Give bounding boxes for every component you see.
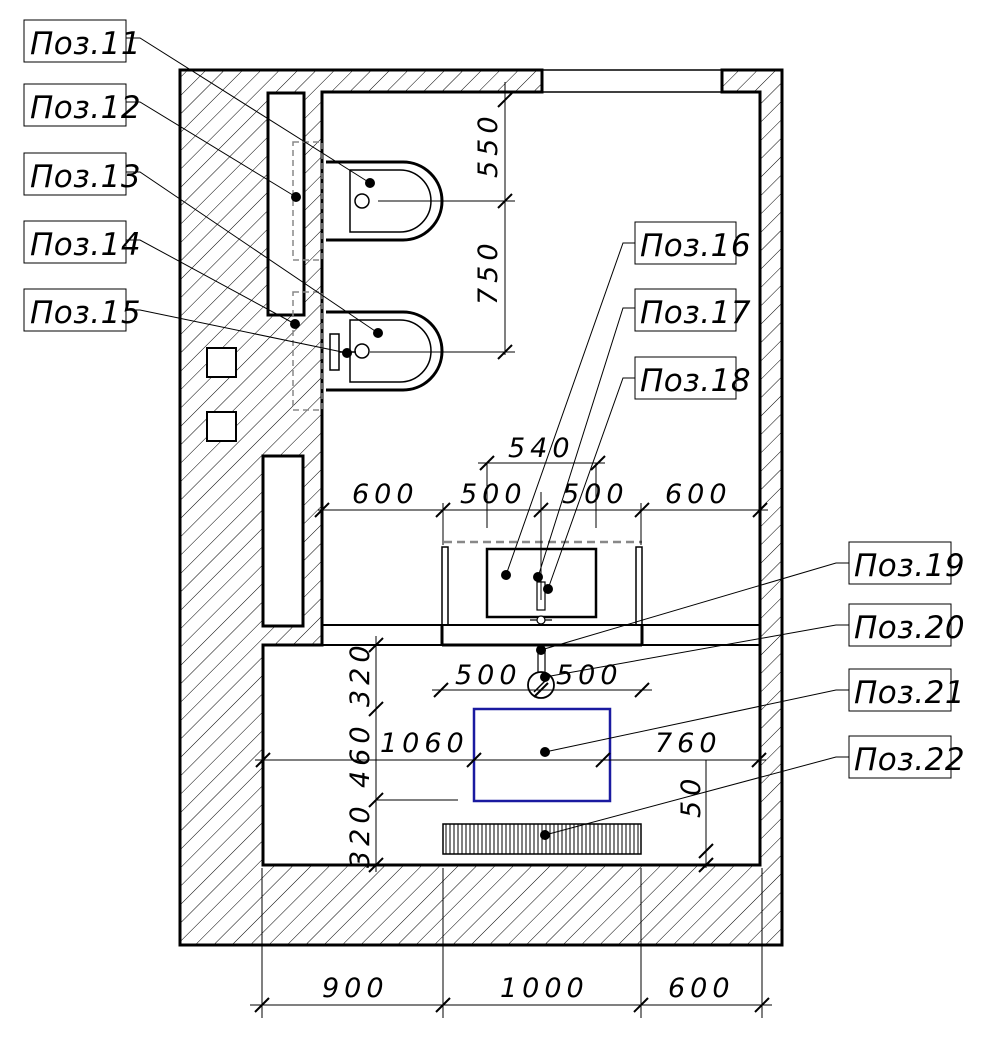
dim-1000: 1000 <box>500 973 589 1004</box>
bidet-drain <box>354 343 370 359</box>
leader-16 <box>505 242 635 576</box>
install-frame-dashed-2 <box>292 291 323 411</box>
label-poz-17: Поз.17 <box>640 295 751 331</box>
dim-500-a: 500 <box>460 479 527 510</box>
label-poz-18: Поз.18 <box>640 363 751 399</box>
dim-600-bottom: 600 <box>668 973 735 1004</box>
dimension-lines <box>250 82 772 1018</box>
dim-500-c: 500 <box>455 660 522 691</box>
toilet-drain <box>354 193 370 209</box>
leader-18 <box>547 377 635 590</box>
wall-fixtures <box>206 91 323 628</box>
label-poz-21: Поз.21 <box>854 675 965 711</box>
dim-540: 540 <box>508 433 575 464</box>
vanity-side-left <box>441 546 449 626</box>
leader-21 <box>544 689 849 753</box>
label-poz-13: Поз.13 <box>30 159 141 195</box>
dim-320-bottom: 320 <box>345 801 376 868</box>
socket-box-2 <box>206 411 237 442</box>
dim-500-b: 500 <box>562 479 629 510</box>
position-labels: Поз.11 Поз.12 Поз.13 Поз.14 Поз.15 Поз.1… <box>23 19 965 779</box>
label-poz-22: Поз.22 <box>854 742 965 778</box>
label-poz-14: Поз.14 <box>30 227 141 263</box>
dim-760: 760 <box>655 728 722 759</box>
dim-600-right: 600 <box>665 479 732 510</box>
label-poz-19: Поз.19 <box>854 548 965 584</box>
wall-niche-top <box>266 91 306 317</box>
leader-lines <box>126 37 849 836</box>
label-poz-11: Поз.11 <box>30 26 141 62</box>
dim-550: 550 <box>473 111 504 178</box>
leader-12 <box>126 101 297 198</box>
toilet <box>326 160 515 242</box>
bidet <box>326 310 515 392</box>
vanity-side-right <box>635 546 643 626</box>
leader-20 <box>544 624 849 678</box>
label-poz-15: Поз.15 <box>30 295 141 331</box>
bidet-bowl-inner <box>349 319 432 383</box>
label-poz-12: Поз.12 <box>30 90 141 126</box>
bidet-bowl <box>326 310 444 392</box>
dim-900: 900 <box>322 973 389 1004</box>
leader-22 <box>544 756 849 836</box>
wall-niche-bottom <box>261 454 305 628</box>
leader-11 <box>126 37 371 184</box>
leader-19 <box>540 562 849 651</box>
faucet-knob <box>536 615 546 625</box>
dim-500-d: 500 <box>556 660 623 691</box>
dimension-labels: 550 750 540 600 500 500 600 320 500 500 … <box>322 111 735 1004</box>
leader-17 <box>537 307 635 578</box>
bidet-mixer <box>329 333 340 371</box>
leader-13 <box>126 171 379 334</box>
label-poz-16: Поз.16 <box>640 228 751 264</box>
dim-320-top: 320 <box>345 640 376 707</box>
dim-750: 750 <box>473 238 504 305</box>
dim-1060: 1060 <box>380 728 469 759</box>
label-poz-20: Поз.20 <box>854 610 965 646</box>
leader-14 <box>126 239 296 325</box>
socket-box-1 <box>206 347 237 378</box>
dim-600-left: 600 <box>352 479 419 510</box>
leader-dots <box>290 178 553 840</box>
toilet-bowl-inner <box>349 169 432 233</box>
leader-15 <box>126 309 348 354</box>
dim-460: 460 <box>345 721 376 788</box>
